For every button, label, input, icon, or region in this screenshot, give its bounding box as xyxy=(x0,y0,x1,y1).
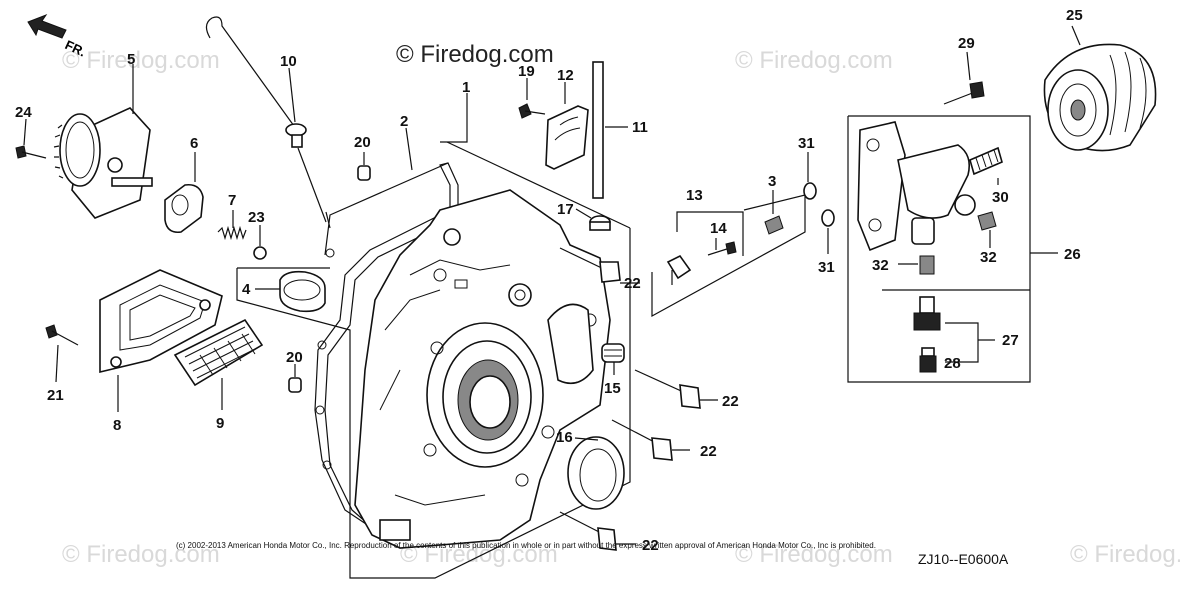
callout-label: 23 xyxy=(248,209,265,226)
oil-switch-group-drawing xyxy=(651,190,806,318)
callout-label: 13 xyxy=(686,187,703,204)
callout-label: 29 xyxy=(958,35,975,52)
callout-label: 3 xyxy=(768,173,776,190)
flange-bolt-22-drawing xyxy=(611,419,690,461)
watermark: © Firedog.com xyxy=(1070,541,1180,568)
plug-15-drawing xyxy=(601,343,625,375)
flange-bolt-22-drawing xyxy=(559,511,636,551)
breather-cover-8-drawing xyxy=(99,269,223,412)
callout-label: 32 xyxy=(980,249,997,266)
bolt-19-drawing xyxy=(518,78,546,119)
callout-label: 32 xyxy=(872,257,889,274)
callout-label: 5 xyxy=(127,51,135,68)
ball-23-drawing xyxy=(253,246,267,260)
filter-screen-9-drawing xyxy=(173,318,264,410)
dowel-pin-20-upper-drawing xyxy=(357,152,371,181)
rotor-6-drawing xyxy=(164,152,204,234)
callout-label: 30 xyxy=(992,189,1009,206)
plug-32-drawing xyxy=(898,211,997,275)
watermark-main: © Firedog.com xyxy=(396,41,554,68)
callout-label: 6 xyxy=(190,135,198,152)
watermark: © Firedog.com xyxy=(735,541,893,568)
callout-label: 28 xyxy=(944,355,961,372)
nipple-30-drawing xyxy=(969,146,1003,185)
callout-label: 16 xyxy=(556,429,573,446)
callouts: 5 24 6 7 23 4 8 9 21 20 10 20 2 1 19 12 … xyxy=(15,7,1083,554)
callout-label: 2 xyxy=(400,113,408,130)
dipstick-tube-11-drawing xyxy=(592,61,628,199)
callout-label: 19 xyxy=(518,63,535,80)
callout-label: 22 xyxy=(624,275,641,292)
callout-label: 17 xyxy=(557,201,574,218)
callout-label: 7 xyxy=(228,192,236,209)
callout-label: 12 xyxy=(557,67,574,84)
callout-label: 14 xyxy=(710,220,727,237)
callout-label: 31 xyxy=(798,135,815,152)
dipstick-10-drawing xyxy=(205,16,331,229)
callout-label: 22 xyxy=(642,537,659,554)
oil-filter-25-drawing xyxy=(1043,25,1157,152)
clamp-12-drawing xyxy=(545,82,589,170)
front-direction-arrow: FR. xyxy=(27,13,88,60)
bolt-24-drawing xyxy=(15,118,47,159)
oil-sensor-27-drawing xyxy=(882,289,1030,373)
callout-label: 1 xyxy=(462,79,470,96)
watermark: © Firedog.com xyxy=(62,541,220,568)
bracket-lines xyxy=(236,141,631,579)
callout-label: 10 xyxy=(280,53,297,70)
callout-label: 25 xyxy=(1066,7,1083,24)
callout-label: 24 xyxy=(15,104,32,121)
dowel-pin-20-lower-drawing xyxy=(288,364,302,393)
flange-bolt-22-drawing xyxy=(559,247,640,284)
oil-filter-base-group-drawing xyxy=(847,115,1058,383)
spring-7-drawing xyxy=(217,210,247,241)
watermark: © Firedog.com xyxy=(735,47,893,74)
flange-bolt-22-drawing xyxy=(634,369,718,409)
callout-label: 27 xyxy=(1002,332,1019,349)
dowel-pin-17-drawing xyxy=(575,208,611,231)
callout-label: 8 xyxy=(113,417,121,434)
oil-pump-assembly-drawing xyxy=(53,107,153,219)
callout-label: 9 xyxy=(216,415,224,432)
bolt-21-drawing xyxy=(45,324,79,383)
crankcase-cover-1-drawing xyxy=(354,93,611,549)
callout-label: 20 xyxy=(354,134,371,151)
callout-label: 11 xyxy=(632,119,648,136)
callout-label: 22 xyxy=(700,443,717,460)
callout-label: 31 xyxy=(818,259,835,276)
bushing-4-drawing xyxy=(255,270,326,313)
diagram-code: ZJ10--E0600A xyxy=(918,551,1009,567)
watermark: © Firedog.com xyxy=(62,47,220,74)
watermark-group: © Firedog.com © Firedog.com © Firedog.co… xyxy=(62,41,1180,568)
callout-label: 22 xyxy=(722,393,739,410)
oil-seal-16-drawing xyxy=(567,436,625,510)
callout-label: 26 xyxy=(1064,246,1081,263)
bolt-29-drawing xyxy=(943,51,985,105)
washer-31-drawing xyxy=(803,152,835,254)
callout-label: 4 xyxy=(242,281,251,298)
copyright-notice: (c) 2002-2013 American Honda Motor Co., … xyxy=(176,541,876,550)
callout-label: 21 xyxy=(47,387,64,404)
callout-label: 20 xyxy=(286,349,303,366)
callout-label: 15 xyxy=(604,380,621,397)
